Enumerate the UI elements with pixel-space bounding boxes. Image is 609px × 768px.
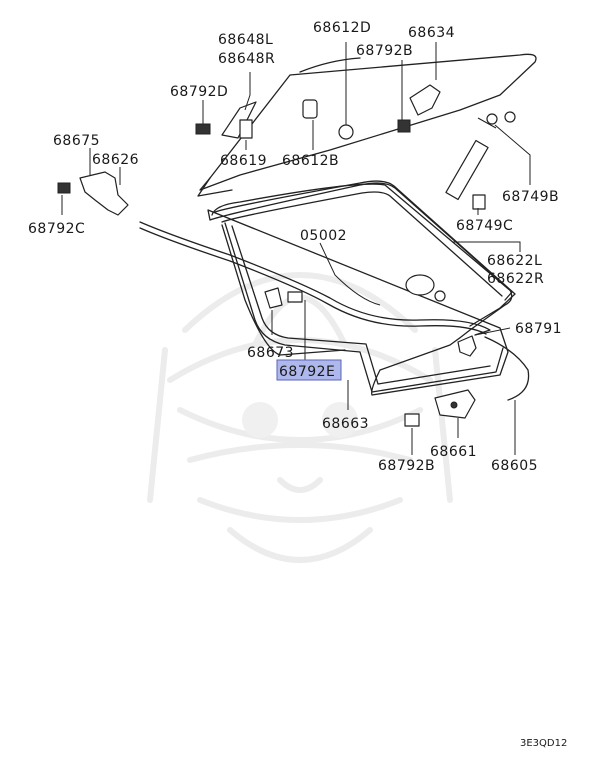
label-68622R: 68622R [487,271,544,287]
label-68622L: 68622L [487,253,542,269]
label-68792B-top: 68792B [356,43,413,59]
weatherstrip-05002 [214,180,516,393]
part-labels: 68648L 68648R 68612D 68634 68792D 68792B… [28,20,562,474]
label-68673: 68673 [247,345,294,361]
gas-strut [445,111,516,201]
bumper-68612B [302,99,318,119]
watermark-emblem [147,272,453,563]
label-68626: 68626 [92,152,139,168]
label-68749C: 68749C [456,218,513,234]
label-68605: 68605 [491,458,538,474]
label-68675: 68675 [53,133,100,149]
label-68648L: 68648L [218,32,273,48]
bracket-68648 [195,101,257,139]
latch-68661 [404,389,476,427]
diagram-reference-code: 3E3QD12 [520,738,567,749]
label-68619: 68619 [220,153,267,169]
label-68648R: 68648R [218,51,275,67]
label-68663: 68663 [322,416,369,432]
label-68791: 68791 [515,321,562,337]
label-68661: 68661 [430,444,477,460]
highlight-box-68792E [276,359,342,381]
clip-68791 [457,335,477,357]
latch-bracket-68634 [397,84,441,133]
label-68749B: 68749B [502,189,559,205]
leader-lines [61,42,531,455]
label-68792B-bottom: 68792B [378,458,435,474]
hinge-68626 [57,171,129,216]
lock-cylinder [405,274,446,302]
label-68792C: 68792C [28,221,85,237]
label-05002: 05002 [300,228,347,244]
label-68612D: 68612D [313,20,371,36]
label-68612B: 68612B [282,153,339,169]
label-68792E: 68792E [279,364,335,380]
label-68634: 68634 [408,25,455,41]
release-unit-68673 [264,287,303,309]
bolt-68749C [472,194,486,210]
bumper-68612D [338,124,354,140]
label-68792D: 68792D [170,84,228,100]
release-cable [139,221,530,401]
